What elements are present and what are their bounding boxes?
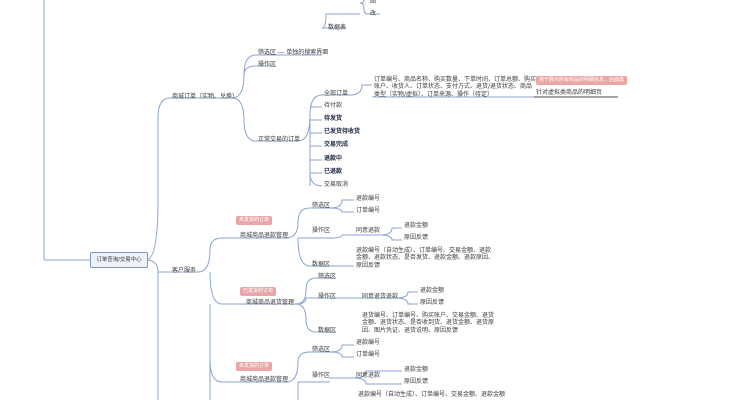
status-refunding[interactable]: 退款中 xyxy=(324,155,343,162)
group3-filter-area[interactable]: 筛选区 xyxy=(312,346,331,353)
status-cancelled[interactable]: 交易取消 xyxy=(324,181,349,188)
all-orders-fields: 订单编号、商品名称、购买数量、下单时间、订单总额、购买账户、收货人、订单状态、支… xyxy=(374,76,537,98)
group3-label[interactable]: 商城商品退款管理 xyxy=(240,376,289,383)
group1-data-text: 退款编号（自动生成）、订单编号、交易金额、退款金额、退款状态、是否发货、退款金额… xyxy=(356,247,495,269)
group3-operate-item: 同意退款 xyxy=(356,372,381,379)
status-shipped[interactable]: 已发货待收货 xyxy=(324,128,361,135)
group2-label[interactable]: 商城商品退货管理 xyxy=(246,299,295,306)
group2-sub-1: 退款金额 xyxy=(420,287,445,294)
group3-sub-1: 退款金额 xyxy=(404,366,429,373)
normal-orders-node[interactable]: 正常交易的订单 xyxy=(258,136,301,143)
root-node[interactable]: 订单查询/交易中心 xyxy=(90,252,148,268)
group1-sub-1: 退款金额 xyxy=(404,222,429,229)
status-pending-payment[interactable]: 待付款 xyxy=(324,102,343,109)
status-pending-shipment[interactable]: 待发货 xyxy=(324,115,343,122)
all-orders-node[interactable]: 全部订单 xyxy=(324,90,349,97)
top-leaf-2: 改 xyxy=(370,10,377,17)
group3-filter-item-1: 退款编号 xyxy=(356,339,381,346)
data-table-node: 数据表 xyxy=(328,24,347,31)
group1-data-area[interactable]: 数据区 xyxy=(312,261,331,268)
group3-data-text: 退款编号（自动生成）、订单编号、交易金额、退款金额 xyxy=(358,391,506,398)
status-complete[interactable]: 交易完成 xyxy=(324,141,349,148)
group1-tag: 未发货的订单 xyxy=(236,216,273,225)
group3-filter-item-2: 订单编号 xyxy=(356,351,381,358)
customer-service-node[interactable]: 客户服务 xyxy=(172,267,197,274)
group2-sub-2: 原因反馈 xyxy=(420,299,445,306)
all-orders-note: 针对虚拟类商品的明细页 xyxy=(536,89,603,96)
mall-filter-area[interactable]: 筛选区 --- 单独的搜索界面 xyxy=(258,49,329,56)
group2-operate-area[interactable]: 操作区 xyxy=(318,293,337,300)
group2-tag: 已发货的订单 xyxy=(240,287,277,296)
group1-label[interactable]: 商城商品退款管理 xyxy=(240,232,289,239)
all-orders-note-tag: 用于展示所有商品的明细信息，后面再 xyxy=(536,76,628,85)
group3-operate-area[interactable]: 操作区 xyxy=(312,372,331,379)
group1-filter-item-2: 订单编号 xyxy=(356,207,381,214)
group1-operate-area[interactable]: 操作区 xyxy=(312,227,331,234)
group2-data-area[interactable]: 数据区 xyxy=(318,327,337,334)
mall-operate-area[interactable]: 操作区 xyxy=(258,61,277,68)
top-leaf-1: 图 xyxy=(370,0,377,5)
group2-filter-area[interactable]: 筛选区 xyxy=(318,273,337,280)
group3-sub-2: 原因反馈 xyxy=(404,378,429,385)
mall-orders-node[interactable]: 商城订单（实物、兑换） xyxy=(172,93,239,100)
group2-operate-item: 同意退货退款 xyxy=(362,293,399,300)
group1-filter-item-1: 退款编号 xyxy=(356,195,381,202)
group1-operate-item: 同意退款 xyxy=(356,227,381,234)
group2-data-text: 退货编号、订单编号、购买账户、交易金额、退货金额、退货状态、是否收到货、退货金额… xyxy=(362,312,495,334)
group1-sub-2: 原因反馈 xyxy=(404,234,429,241)
group1-filter-area[interactable]: 筛选区 xyxy=(312,202,331,209)
group3-tag: 未发货的订单 xyxy=(236,362,273,371)
status-refunded[interactable]: 已退款 xyxy=(324,168,343,175)
